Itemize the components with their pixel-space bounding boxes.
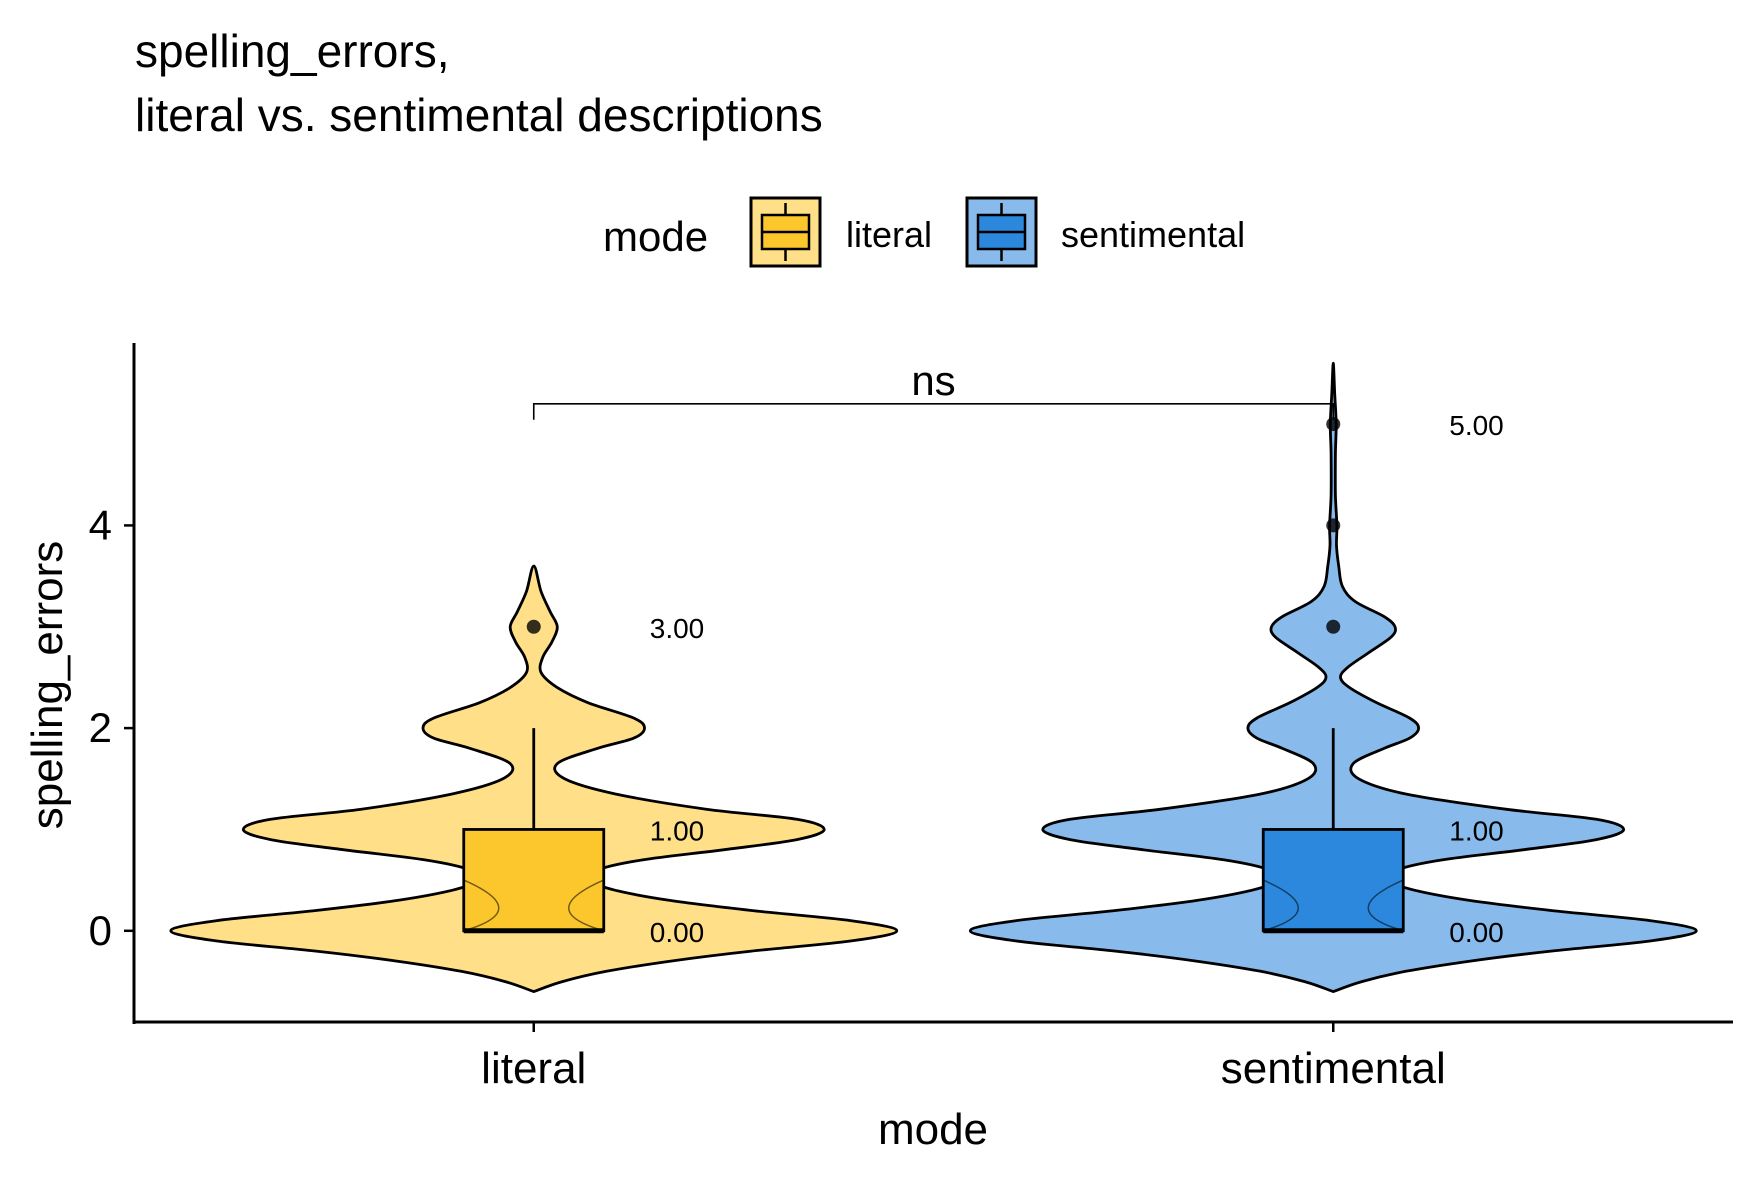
x-tick-label-sentimental: sentimental <box>1221 1044 1446 1093</box>
box-sentimental <box>1261 828 1405 933</box>
box-notch-right-sentimental <box>1367 879 1404 932</box>
legend-key-literal <box>749 196 822 268</box>
stat-label-literal-1: 1.00 <box>650 815 705 846</box>
axes: 0 2 4 literal sentimental <box>89 343 1733 1093</box>
box-notch-right-literal <box>568 879 605 932</box>
stat-label-sentimental-0: 5.00 <box>1449 410 1504 441</box>
stat-label-literal-2: 0.00 <box>650 917 705 948</box>
y-tick-label-2: 4 <box>89 501 112 548</box>
series-literal: 3.00 1.00 0.00 <box>169 564 899 993</box>
outlier-point-sentimental-0 <box>1326 619 1341 634</box>
box-literal <box>462 828 606 933</box>
x-axis-title: mode <box>878 1105 988 1154</box>
significance-label: ns <box>911 357 955 404</box>
y-tick-label-0: 0 <box>89 907 112 954</box>
legend-label-sentimental: sentimental <box>1061 214 1245 255</box>
stat-label-sentimental-1: 1.00 <box>1449 815 1504 846</box>
series-sentimental: 5.00 1.00 0.00 <box>968 361 1698 993</box>
violin-sentimental <box>968 361 1698 993</box>
box-notch-left-literal <box>463 879 500 932</box>
chart-title-line-1: spelling_errors, <box>135 25 449 77</box>
stat-label-literal-0: 3.00 <box>650 613 705 644</box>
y-axis-title: spelling_errors <box>23 541 72 830</box>
legend-title: mode <box>603 213 708 260</box>
legend-key-sentimental <box>965 196 1038 268</box>
legend-label-literal: literal <box>846 214 932 255</box>
legend: mode literal sentimental <box>603 196 1245 268</box>
outlier-point-sentimental-1 <box>1326 518 1341 533</box>
outlier-point-literal-0 <box>526 619 541 634</box>
plot-area: 3.00 1.00 0.00 5.00 1.00 0.00 ns <box>169 357 1698 993</box>
y-axis-ticks: 0 2 4 <box>89 501 134 954</box>
significance-bracket: ns <box>532 357 1335 420</box>
y-tick-label-1: 2 <box>89 704 112 751</box>
stat-label-sentimental-2: 0.00 <box>1449 917 1504 948</box>
box-notch-left-sentimental <box>1262 879 1299 932</box>
outlier-point-sentimental-2 <box>1326 417 1341 432</box>
x-axis-ticks: literal sentimental <box>481 1022 1446 1093</box>
x-tick-label-literal: literal <box>481 1044 586 1093</box>
significance-line <box>532 403 1335 420</box>
chart-title-line-2: literal vs. sentimental descriptions <box>135 89 823 141</box>
